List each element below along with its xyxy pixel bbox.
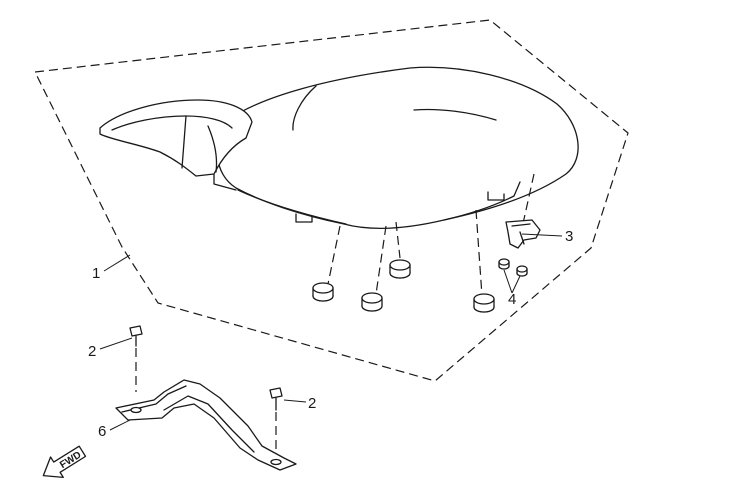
- bolt: [269, 387, 283, 456]
- callout-2-left: 2: [88, 343, 96, 360]
- callout-4: 4: [508, 291, 516, 308]
- nut: [498, 258, 510, 270]
- callout-3: 3: [565, 228, 573, 245]
- bolt: [129, 325, 143, 392]
- rubber-bumpers: [312, 259, 495, 313]
- callout-2-right: 2: [308, 395, 316, 412]
- mounting-guide-lines: [327, 173, 535, 297]
- leader-lines: [99, 233, 563, 431]
- rubber-bumper: [312, 282, 334, 302]
- seat-assembly: [99, 66, 579, 230]
- forward-arrow-icon: FWD: [42, 445, 87, 479]
- rubber-bumper: [473, 293, 495, 313]
- rubber-bumper: [389, 259, 411, 279]
- nuts: [498, 258, 528, 277]
- rubber-bumper: [361, 292, 383, 312]
- nut: [516, 265, 528, 277]
- seat-bracket: [115, 379, 297, 471]
- callout-6: 6: [98, 423, 106, 440]
- callout-1: 1: [92, 265, 100, 282]
